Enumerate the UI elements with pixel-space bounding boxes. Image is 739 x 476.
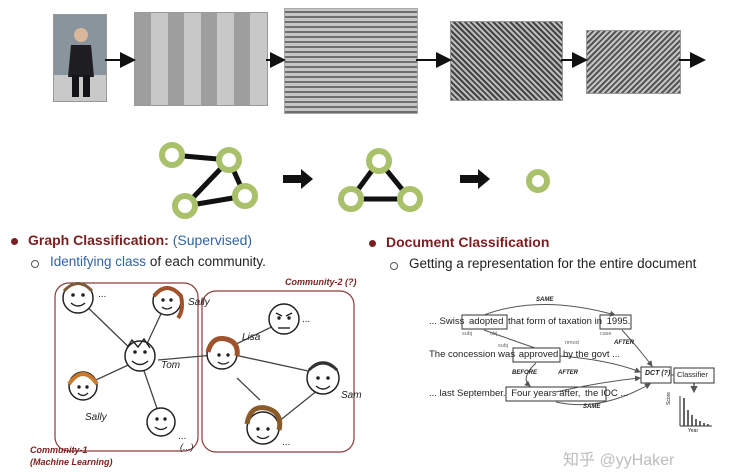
feature-map-layer-1: [134, 12, 268, 106]
edge-label-subj-2: subj: [498, 343, 509, 349]
ellipsis-label-3: ...: [178, 431, 187, 442]
ellipsis-label-4: ...: [282, 437, 291, 448]
name-label-tom: Tom: [161, 360, 181, 371]
document-diagram: [461, 304, 715, 427]
graph-node: [338, 186, 364, 212]
bullet-graph: [11, 238, 18, 245]
doc-line-1-mid: that form of taxation in: [508, 316, 602, 327]
graph-node: [397, 186, 423, 212]
face-icon: [146, 407, 176, 437]
face-icon: [124, 340, 156, 372]
input-photo: [53, 14, 107, 102]
bullet-document: [369, 240, 376, 247]
doc-word-approved: approved: [518, 349, 559, 360]
graph-classification-qualifier: (Supervised): [172, 232, 253, 248]
name-label-sally-2: Sally: [85, 412, 107, 423]
edge-label-case: case: [600, 331, 612, 337]
graph-classification-title: Graph Classification:: [28, 232, 169, 248]
watermark: 知乎 @yyHaker: [563, 452, 675, 469]
community-2-box: [201, 290, 355, 453]
doc-line-3: ... last September. Four years after, th…: [429, 388, 628, 399]
doc-line-3-pre: ... last September.: [429, 388, 506, 399]
graph-3-nodes: [338, 148, 423, 212]
community-1-label: Community-1: [30, 445, 88, 455]
classifier-label: Classifier: [677, 370, 708, 379]
document-classification-sub: Getting a representation for the entire …: [409, 256, 697, 271]
document-classification-heading: Document Classification: [386, 234, 550, 250]
ellipsis-label-2: ...: [302, 314, 311, 325]
edge-label-same-bottom: SAME: [583, 404, 601, 410]
graph-classification-heading: Graph Classification: (Supervised): [28, 232, 252, 248]
feature-map-layer-4: [586, 30, 681, 94]
person-photo-icon: [54, 15, 106, 101]
name-label-sam: Sam: [341, 390, 362, 401]
community-faces: [62, 282, 340, 445]
face-icon: [246, 411, 280, 445]
doc-line-1-pre: ... Swiss: [429, 316, 465, 327]
community-2-label: Community-2 (?): [285, 277, 357, 287]
edge-label-after-2: AFTER: [558, 370, 578, 376]
feature-map-layer-2: [284, 8, 418, 114]
doc-word-adopted: adopted: [469, 316, 504, 327]
word-box-four-years: [505, 386, 607, 402]
face-icon: [268, 303, 300, 335]
graph-node: [172, 193, 198, 219]
paren-ellipsis-label: (...): [180, 442, 194, 452]
graph-classification-sub: Identifying class of each community.: [50, 254, 266, 269]
edge-label-subj: subj: [462, 331, 473, 337]
pool-arrow-1: [283, 169, 313, 189]
doc-line-2: The concession was approved by the govt …: [429, 349, 620, 360]
edge-label-obj: obj: [490, 331, 498, 337]
graph-node: [216, 147, 242, 173]
edge-label-nmod: nmod: [565, 340, 579, 346]
histogram-xlabel: Year: [688, 428, 699, 434]
doc-line-2-post: by the govt ...: [562, 349, 621, 360]
graph-sub-rest: of each community.: [146, 254, 266, 269]
ellipsis-label: ...: [98, 289, 107, 300]
dct-label: DCT (?): [645, 370, 671, 377]
graph-sub-highlight: Identifying class: [50, 254, 147, 269]
edge-label-same-top: SAME: [536, 297, 554, 303]
graph-node: [366, 148, 392, 174]
name-label-sally: Sally: [188, 297, 210, 308]
histogram-ylabel: Score: [666, 391, 672, 405]
doc-line-1: ... Swiss adopted that form of taxation …: [429, 316, 630, 327]
doc-word-1995: 1995.: [606, 316, 631, 327]
doc-phrase-four-years: Four years after,: [511, 388, 581, 399]
pool-arrow-2: [460, 169, 490, 189]
doc-line-3-post: the IOC ...: [585, 388, 629, 399]
edge-label-after-1: AFTER: [614, 340, 634, 346]
community-1-box: [54, 282, 199, 452]
graph-node: [159, 142, 185, 168]
sub-bullet-document: [390, 262, 398, 270]
name-label-lisa: Lisa: [242, 332, 261, 343]
graph-4-nodes: [159, 142, 258, 219]
sub-bullet-graph: [31, 260, 39, 268]
graph-node-final: [526, 169, 550, 193]
doc-line-2-pre: The concession was: [429, 349, 516, 360]
graph-node: [232, 183, 258, 209]
edge-label-before: BEFORE: [512, 370, 538, 376]
community-1-sublabel: (Machine Learning): [30, 457, 113, 467]
